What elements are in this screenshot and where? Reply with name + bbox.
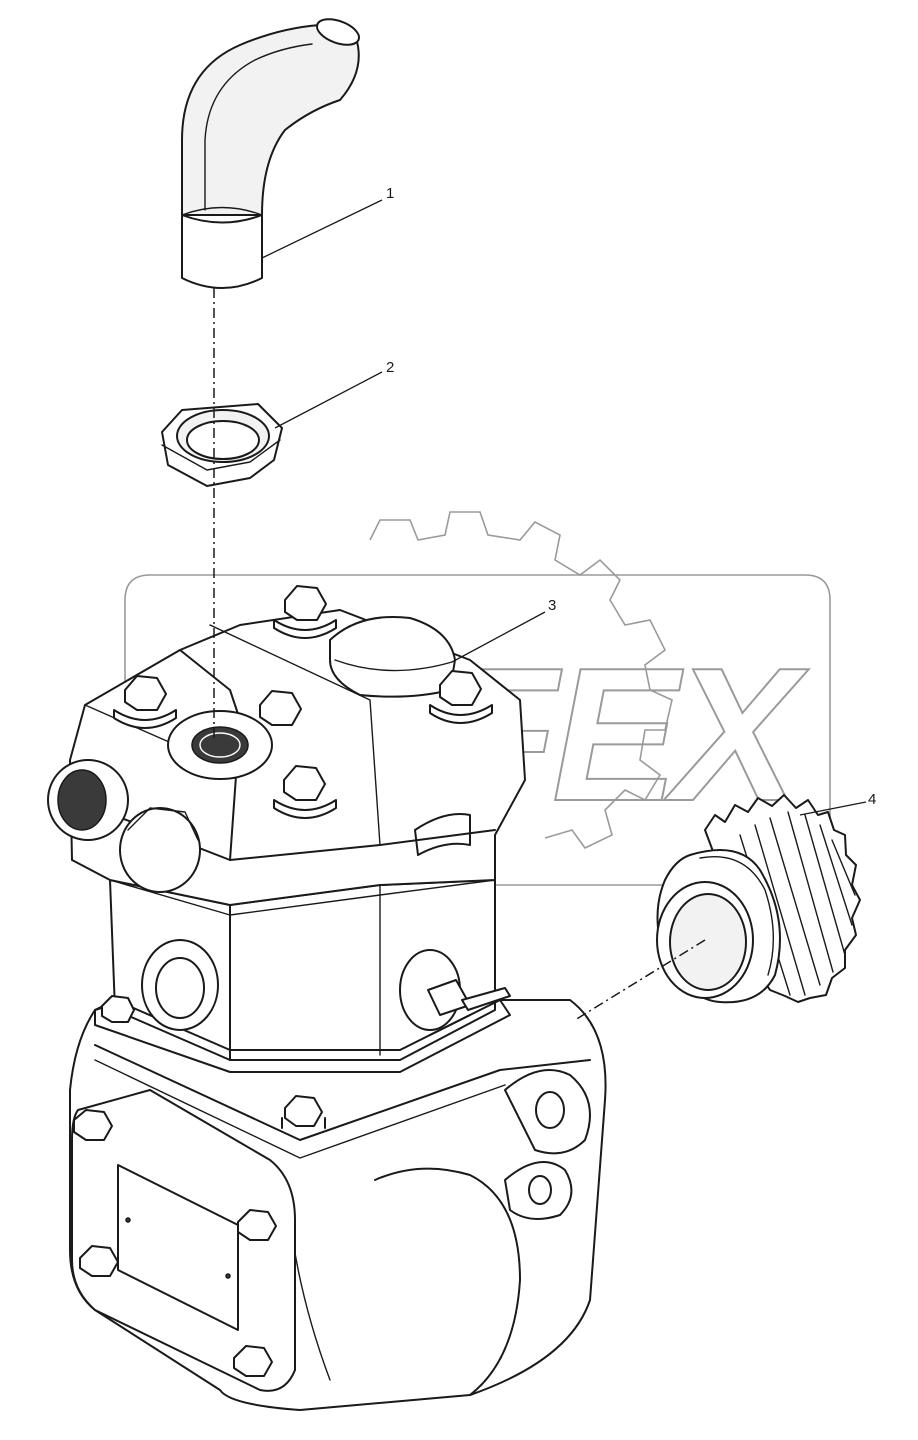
bolt-washer <box>273 799 337 819</box>
name-plate-rivet <box>125 1217 131 1223</box>
hex-bolt-head <box>124 675 167 711</box>
elbow-pipe-bend <box>181 24 360 216</box>
crankcase-drum <box>374 1167 521 1396</box>
elbow-pipe-sleeve <box>181 214 263 289</box>
head-bolts <box>101 585 493 1023</box>
crankcase-flange-line-2 <box>94 1059 506 1159</box>
hex-bolt-head <box>284 585 327 621</box>
gear-hub-ring <box>699 856 774 976</box>
mounting-flange-hole <box>535 1091 565 1129</box>
centerline-gear-to-shaft <box>574 939 706 1021</box>
watermark-gear-outline <box>369 511 673 850</box>
mounting-flange-lower-hole <box>528 1175 552 1205</box>
hex-bolt-head <box>101 995 135 1023</box>
bolt-washer <box>113 709 177 729</box>
cylinder-head-ridge-2 <box>209 624 381 846</box>
hex-bolt-head <box>439 670 482 706</box>
crankcase-flange-line <box>94 1044 591 1141</box>
elbow-pipe-highlight <box>204 43 313 211</box>
drain-valve-handle <box>429 1014 471 1036</box>
leader-line-3 <box>451 611 546 663</box>
cylinder-head-parting-line-2 <box>109 879 496 916</box>
side-plug-edge <box>127 807 199 841</box>
top-inlet-thread-ring <box>199 732 241 758</box>
elbow-pipe-sleeve-edge <box>181 206 263 216</box>
part-4-drive-gear <box>656 794 861 1004</box>
part-3-compressor <box>47 585 607 1411</box>
hex-bolt-head <box>73 1109 113 1141</box>
hex-nut-bore-inner <box>186 420 260 460</box>
part-1-elbow-pipe <box>181 18 361 289</box>
hex-bolt-head <box>284 1095 323 1127</box>
bolt-shoulder <box>281 1117 326 1129</box>
hex-bolt-head <box>283 765 326 801</box>
top-plug-edge <box>334 659 453 672</box>
hex-nut-face-edge <box>161 439 281 471</box>
side-port-bore <box>155 957 205 1019</box>
hex-bolt-head <box>79 1245 119 1277</box>
hex-bolt-head <box>259 690 302 726</box>
bolt-washer <box>273 619 337 639</box>
part-2-hex-nut <box>161 403 283 487</box>
leader-line-4 <box>799 801 867 816</box>
callout-4: 4 <box>868 791 876 808</box>
name-plate <box>117 1164 239 1331</box>
leader-line-1 <box>261 199 383 259</box>
callout-3: 3 <box>548 597 556 614</box>
side-plug-cap <box>119 807 201 893</box>
bolt-washer <box>429 704 493 724</box>
name-plate-rivet <box>225 1273 231 1279</box>
side-outlet-thread <box>57 769 107 831</box>
elbow-pipe-opening <box>315 18 361 46</box>
leader-line-2 <box>274 371 383 429</box>
hex-bolt-head <box>237 1209 277 1241</box>
callout-2: 2 <box>386 359 394 376</box>
gear-bore <box>669 893 747 991</box>
cover-bolts <box>73 1109 277 1377</box>
cylinder-head-ridge <box>179 649 241 861</box>
drain-valve-stem <box>461 987 511 1011</box>
callout-1: 1 <box>386 185 394 202</box>
hex-bolt-head <box>233 1345 273 1377</box>
head-slot <box>414 813 471 856</box>
